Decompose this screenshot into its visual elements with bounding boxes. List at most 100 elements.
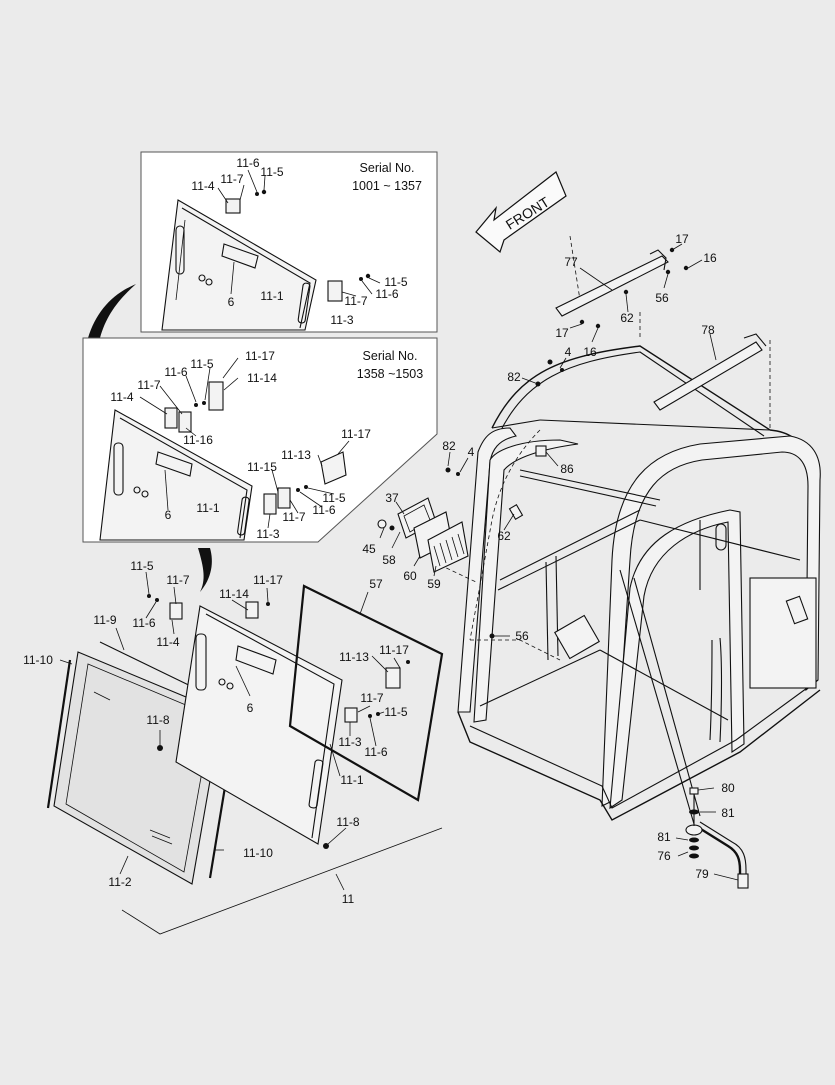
frame-pin-62 [508, 504, 524, 520]
inset-top-washer [255, 192, 259, 196]
callout-d-57: 57 [369, 577, 383, 591]
washer-upper [155, 598, 159, 602]
callout-c-79: 79 [695, 867, 709, 881]
bolt-upper [147, 594, 151, 598]
washer-lower [368, 714, 372, 718]
bolt-upper-right [266, 602, 270, 606]
cab-side-panel [749, 577, 817, 689]
roof-washer-4a [560, 368, 564, 372]
callout-d-11-4: 11-4 [156, 635, 179, 649]
callout-b-11-15: 11-15 [247, 460, 277, 474]
callout-b-11-5b: 11-5 [322, 491, 345, 505]
callout-b-11-1: 11-1 [196, 501, 219, 515]
callout-c-59: 59 [427, 577, 441, 591]
callout-b-11-13: 11-13 [281, 448, 311, 462]
callout-b-11-16: 11-16 [183, 433, 213, 447]
callout-b-11-5: 11-5 [190, 357, 213, 371]
callout-d-11-10a: 11-10 [23, 653, 53, 667]
callout-t-11-4: 11-4 [191, 179, 214, 193]
callout-t-11-5: 11-5 [260, 165, 283, 179]
callout-c-86: 86 [560, 462, 574, 476]
inset-top-bolt-lower [365, 273, 371, 279]
callout-c-45: 45 [362, 542, 376, 556]
inset-bottom-pointer [198, 548, 212, 592]
callout-d-11-8b: 11-8 [336, 815, 359, 829]
cab-leaders [379, 243, 739, 881]
callout-c-77: 77 [564, 255, 578, 269]
bracket-78 [653, 333, 767, 411]
callout-t-11-7a: 11-7 [220, 172, 243, 186]
bracket-77 [555, 247, 689, 329]
callout-c-4a: 4 [565, 345, 572, 359]
callout-b-11-17b: 11-17 [341, 427, 371, 441]
inset-top-bolt [261, 189, 267, 195]
inset-bottom-block-lower [320, 451, 347, 485]
callout-b-11-3: 11-3 [256, 527, 279, 541]
inset-top-hinge-upper [225, 198, 241, 214]
callout-c-60: 60 [403, 569, 417, 583]
callout-d-11-14: 11-14 [219, 587, 249, 601]
callout-c-62b: 62 [497, 529, 511, 543]
callout-d-11-10b: 11-10 [243, 846, 273, 860]
door-seal-ring [288, 584, 444, 802]
callout-d-11-3: 11-3 [338, 735, 361, 749]
callout-t-11-1: 11-1 [260, 289, 283, 303]
inset-top-leaders [217, 169, 381, 297]
callout-c-56a: 56 [655, 291, 669, 305]
callout-t-11-3: 11-3 [330, 313, 353, 327]
callout-d-11-13: 11-13 [339, 650, 369, 664]
callout-c-78: 78 [701, 323, 715, 337]
roof-grommet-86 [535, 445, 547, 457]
inset-bottom-hinge-upper-b [178, 411, 192, 433]
hinge-upper-b [245, 601, 259, 619]
hinge-upper-a [169, 602, 183, 620]
callout-c-16a: 16 [703, 251, 717, 265]
inset-top-serial-range: 1001 ~ 1357 [352, 179, 422, 193]
callout-d-6: 6 [247, 701, 254, 715]
callout-c-76: 76 [657, 849, 671, 863]
callout-d-11-17a: 11-17 [253, 573, 283, 587]
callout-t-11-6: 11-6 [236, 156, 259, 170]
stop-upper [157, 745, 163, 751]
assembly-bracket [121, 827, 443, 935]
callout-c-82a: 82 [507, 370, 521, 384]
inset-bottom-bolt-upper [202, 401, 206, 405]
callout-d-11-6: 11-6 [132, 616, 155, 630]
inset-bottom-door-frame [99, 409, 253, 541]
inset-top-pointer [88, 284, 136, 338]
lever-79 [685, 787, 749, 889]
callout-b-6: 6 [165, 508, 172, 522]
callout-c-16b: 16 [583, 345, 597, 359]
callout-d-11-6b: 11-6 [364, 745, 387, 759]
inset-top-hinge-lower [327, 280, 343, 302]
vent-parts [377, 497, 469, 573]
callout-d-11-9: 11-9 [93, 613, 116, 627]
inset-bottom-washer-lower [296, 488, 300, 492]
door-leaders [59, 571, 401, 875]
inset-top-door-frame [161, 199, 317, 331]
callout-c-81a: 81 [721, 806, 735, 820]
callout-c-58: 58 [382, 553, 396, 567]
callout-b-11-6b: 11-6 [312, 503, 335, 517]
inset-bottom-bolt-lower [304, 485, 308, 489]
callout-b-11-6: 11-6 [164, 365, 187, 379]
frame-bolt-56 [489, 633, 495, 639]
callout-c-4b: 4 [468, 445, 475, 459]
callout-t-11-7b: 11-7 [344, 294, 367, 308]
callout-c-82b: 82 [442, 439, 456, 453]
callout-d-11-17b: 11-17 [379, 643, 409, 657]
latch-block [385, 667, 401, 689]
bolt-latch [406, 660, 410, 664]
callout-c-81b: 81 [657, 830, 671, 844]
callout-c-62a: 62 [620, 311, 634, 325]
hinge-lower [344, 707, 358, 723]
inset-bottom-hinge-lower-a [263, 493, 277, 515]
inset-bottom-leaders [139, 357, 350, 529]
inset-top: Serial No. 1001 ~ 1357 [140, 151, 438, 333]
callout-c-56b: 56 [515, 629, 529, 643]
callout-d-11: 11 [342, 892, 355, 906]
cab-harness-dashed [469, 429, 541, 641]
frame-bolt-82 [445, 467, 451, 473]
